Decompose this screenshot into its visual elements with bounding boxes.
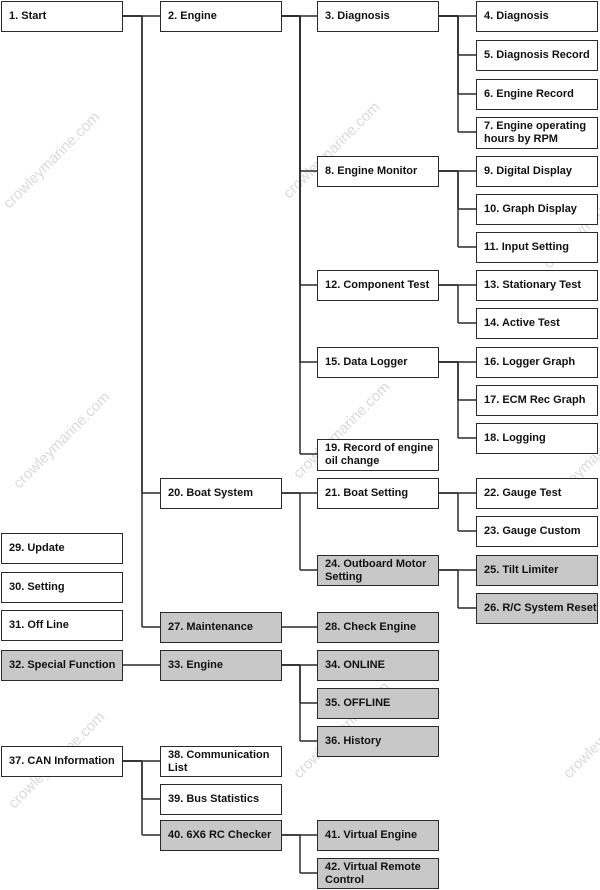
menu-node-38[interactable]: 38. Communication List xyxy=(160,746,282,777)
menu-node-19[interactable]: 19. Record of engine oil change xyxy=(317,439,439,471)
menu-node-15[interactable]: 15. Data Logger xyxy=(317,347,439,378)
menu-node-label: 34. ONLINE xyxy=(325,659,385,671)
menu-node-37[interactable]: 37. CAN Information xyxy=(1,746,123,777)
menu-node-5[interactable]: 5. Diagnosis Record xyxy=(476,40,598,71)
menu-node-26[interactable]: 26. R/C System Reset xyxy=(476,593,598,624)
menu-node-label: 25. Tilt Limiter xyxy=(484,564,559,576)
menu-node-label: 41. Virtual Engine xyxy=(325,829,418,841)
menu-node-label: 13. Stationary Test xyxy=(484,279,581,291)
menu-node-label: 32. Special Function xyxy=(9,659,116,671)
menu-node-label: 12. Component Test xyxy=(325,279,430,291)
menu-node-label: 37. CAN Information xyxy=(9,755,115,767)
menu-node-32[interactable]: 32. Special Function xyxy=(1,650,123,681)
menu-node-label: 2. Engine xyxy=(168,10,217,22)
menu-node-21[interactable]: 21. Boat Setting xyxy=(317,478,439,509)
menu-node-label: 20. Boat System xyxy=(168,487,253,499)
menu-node-label: 42. Virtual Remote Control xyxy=(325,860,421,886)
menu-node-42[interactable]: 42. Virtual Remote Control xyxy=(317,858,439,889)
menu-node-label: 21. Boat Setting xyxy=(325,487,409,499)
menu-node-label: 16. Logger Graph xyxy=(484,356,576,368)
menu-node-31[interactable]: 31. Off Line xyxy=(1,610,123,641)
menu-node-label: 35. OFFLINE xyxy=(325,697,391,709)
menu-node-label: 7. Engine operating hours by RPM xyxy=(484,120,587,145)
menu-node-label: 6. Engine Record xyxy=(484,88,574,100)
menu-node-label: 24. Outboard Motor Setting xyxy=(325,557,427,583)
menu-node-label: 39. Bus Statistics xyxy=(168,793,260,805)
menu-node-label: 10. Graph Display xyxy=(484,203,577,215)
menu-node-28[interactable]: 28. Check Engine xyxy=(317,612,439,643)
menu-node-label: 18. Logging xyxy=(484,432,546,444)
menu-node-41[interactable]: 41. Virtual Engine xyxy=(317,820,439,851)
menu-node-24[interactable]: 24. Outboard Motor Setting xyxy=(317,555,439,586)
menu-node-label: 23. Gauge Custom xyxy=(484,525,581,537)
menu-node-label: 17. ECM Rec Graph xyxy=(484,394,586,406)
menu-node-17[interactable]: 17. ECM Rec Graph xyxy=(476,385,598,416)
menu-node-label: 11. Input Setting xyxy=(484,241,569,253)
menu-node-label: 38. Communication List xyxy=(168,748,270,774)
menu-node-label: 31. Off Line xyxy=(9,619,69,631)
menu-node-label: 36. History xyxy=(325,735,382,747)
menu-node-11[interactable]: 11. Input Setting xyxy=(476,232,598,263)
menu-node-4[interactable]: 4. Diagnosis xyxy=(476,1,598,32)
menu-node-label: 15. Data Logger xyxy=(325,356,408,368)
menu-node-12[interactable]: 12. Component Test xyxy=(317,270,439,301)
menu-node-16[interactable]: 16. Logger Graph xyxy=(476,347,598,378)
menu-node-20[interactable]: 20. Boat System xyxy=(160,478,282,509)
menu-node-23[interactable]: 23. Gauge Custom xyxy=(476,516,598,547)
menu-node-label: 33. Engine xyxy=(168,659,224,671)
menu-node-2[interactable]: 2. Engine xyxy=(160,1,282,32)
menu-node-14[interactable]: 14. Active Test xyxy=(476,308,598,339)
menu-node-label: 14. Active Test xyxy=(484,317,560,329)
menu-node-label: 26. R/C System Reset xyxy=(484,602,597,614)
menu-node-label: 5. Diagnosis Record xyxy=(484,49,590,61)
menu-node-7[interactable]: 7. Engine operating hours by RPM xyxy=(476,117,598,149)
menu-node-label: 28. Check Engine xyxy=(325,621,417,633)
menu-node-label: 4. Diagnosis xyxy=(484,10,549,22)
menu-node-33[interactable]: 33. Engine xyxy=(160,650,282,681)
menu-node-13[interactable]: 13. Stationary Test xyxy=(476,270,598,301)
menu-node-39[interactable]: 39. Bus Statistics xyxy=(160,784,282,815)
menu-node-label: 29. Update xyxy=(9,542,65,554)
menu-node-30[interactable]: 30. Setting xyxy=(1,572,123,603)
menu-node-27[interactable]: 27. Maintenance xyxy=(160,612,282,643)
menu-node-label: 1. Start xyxy=(9,10,47,22)
menu-node-29[interactable]: 29. Update xyxy=(1,533,123,564)
menu-node-6[interactable]: 6. Engine Record xyxy=(476,79,598,110)
menu-node-40[interactable]: 40. 6X6 RC Checker xyxy=(160,820,282,851)
menu-node-label: 3. Diagnosis xyxy=(325,10,390,22)
menu-node-34[interactable]: 34. ONLINE xyxy=(317,650,439,681)
menu-node-22[interactable]: 22. Gauge Test xyxy=(476,478,598,509)
menu-node-label: 9. Digital Display xyxy=(484,165,573,177)
menu-node-36[interactable]: 36. History xyxy=(317,726,439,757)
menu-node-3[interactable]: 3. Diagnosis xyxy=(317,1,439,32)
menu-node-35[interactable]: 35. OFFLINE xyxy=(317,688,439,719)
menu-node-label: 19. Record of engine oil change xyxy=(325,442,434,467)
menu-node-label: 30. Setting xyxy=(9,581,65,593)
menu-node-label: 27. Maintenance xyxy=(168,621,253,633)
menu-node-label: 8. Engine Monitor xyxy=(325,165,418,177)
menu-node-label: 40. 6X6 RC Checker xyxy=(168,829,272,841)
menu-node-1[interactable]: 1. Start xyxy=(1,1,123,32)
menu-node-label: 22. Gauge Test xyxy=(484,487,562,499)
menu-node-8[interactable]: 8. Engine Monitor xyxy=(317,156,439,187)
menu-node-10[interactable]: 10. Graph Display xyxy=(476,194,598,225)
menu-node-25[interactable]: 25. Tilt Limiter xyxy=(476,555,598,586)
menu-node-9[interactable]: 9. Digital Display xyxy=(476,156,598,187)
menu-node-18[interactable]: 18. Logging xyxy=(476,423,598,454)
